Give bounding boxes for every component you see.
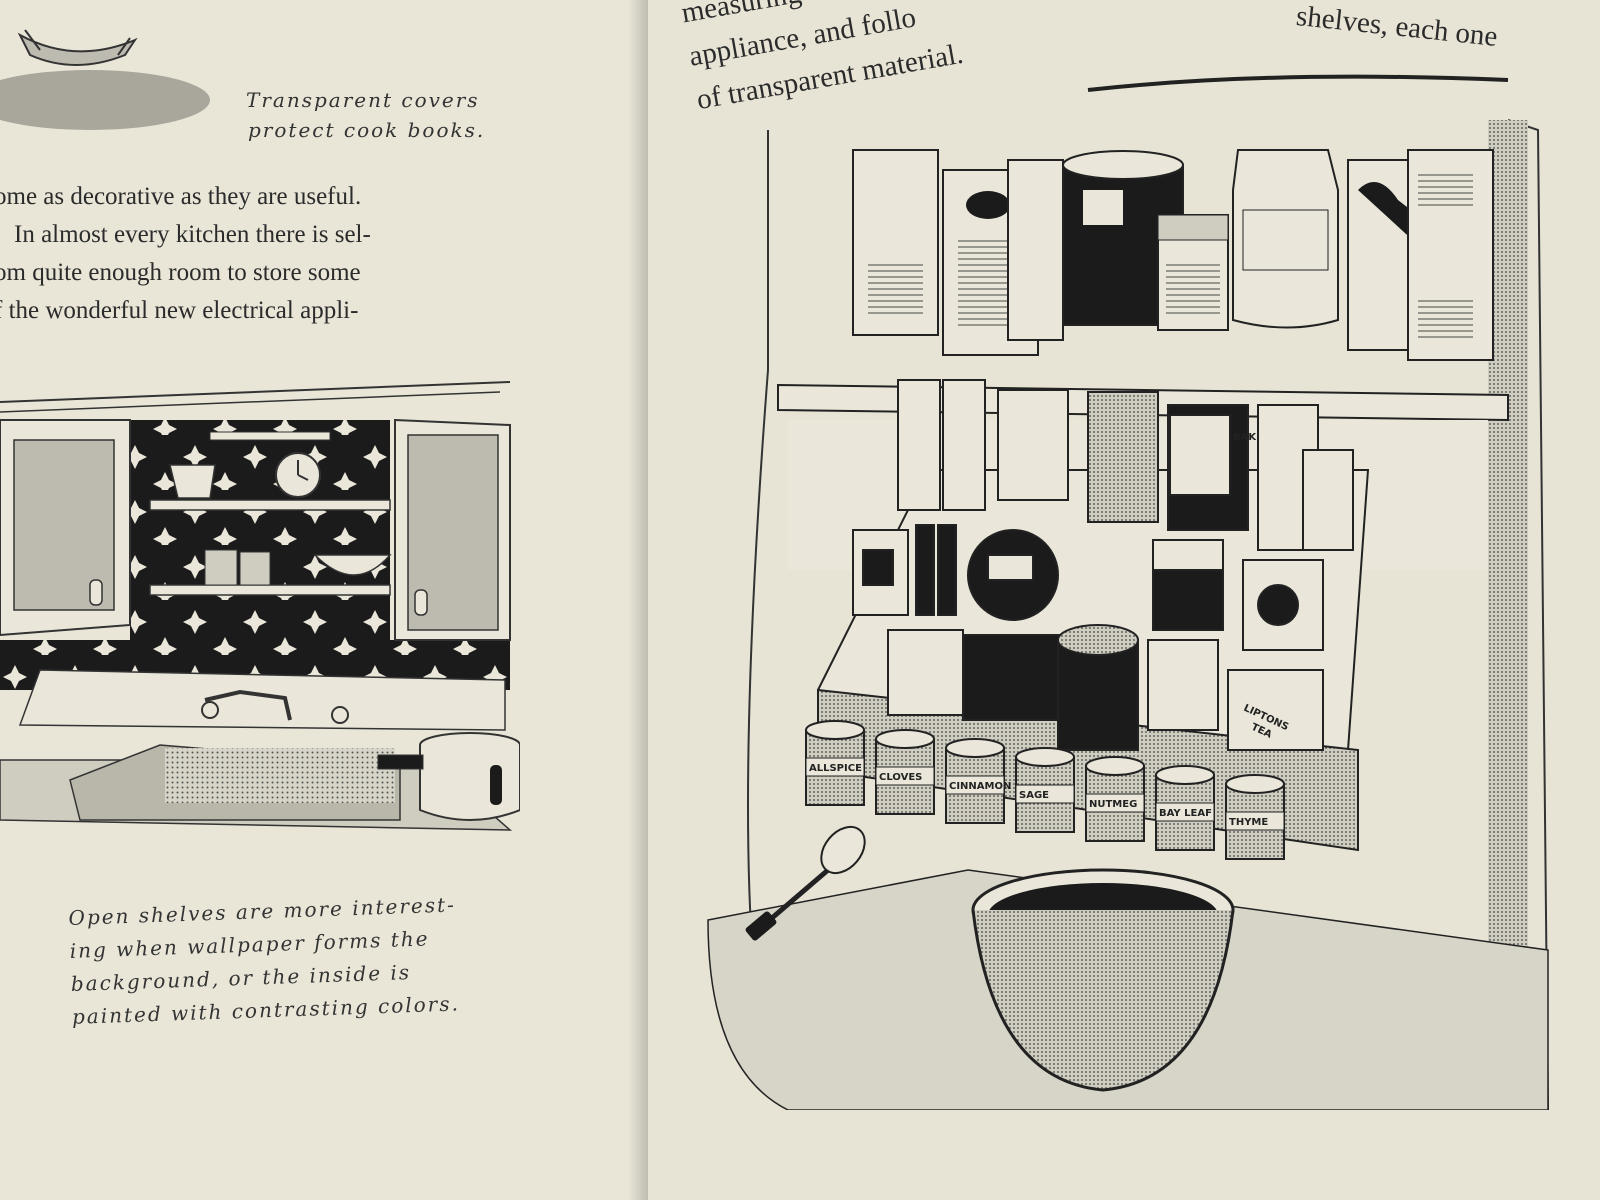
top-caption-line-2: protect cook books. [248,118,486,142]
body-line-2: In almost every kitchen there is sel- [14,221,371,248]
spice-jar-label: CLOVES [879,772,922,783]
top-caption-line-1: Transparent covers [246,88,480,112]
body-line-1: ome as decorative as they are useful. [0,183,362,210]
left-page: Transparent covers protect cook books. o… [0,0,648,1200]
bottom-caption: Open shelves are more interest- ing when… [68,888,460,1033]
body-line-3: om quite enough room to store some [0,259,361,286]
spice-jar: CLOVES [875,729,935,815]
right-top-corner-text: shelves, each one [1294,0,1500,53]
spice-jar: BAY LEAF [1155,765,1215,851]
spice-jar-label: BAY LEAF [1159,808,1212,819]
spice-jar: THYME [1225,774,1285,860]
spice-rack-illustration: BAK LIPTONS TEA ALLSP [707,74,1549,1110]
body-text: ome as decorative as they are useful. In… [0,178,514,330]
right-page: measuring appliance, and follo of transp… [648,0,1600,1200]
spice-jar-label: ALLSPICE [809,763,862,774]
spice-jar: NUTMEG [1085,756,1145,842]
body-line-4: f the wonderful new electrical appli- [0,297,359,324]
spice-jars: ALLSPICE CLOVES CINNAMON SAGE NUTMEG BAY LEAF… [805,720,1285,860]
top-caption: Transparent covers protect cook books. [246,88,485,142]
spice-jar-label: SAGE [1019,790,1049,801]
open-shelves-illustration [0,381,520,831]
spice-jar-label: THYME [1229,817,1268,828]
dish-illustration [0,29,210,130]
spice-jar: CINNAMON [945,738,1011,824]
spice-jar: ALLSPICE [805,720,865,806]
spice-jar-label: NUTMEG [1089,799,1137,810]
spice-jar: SAGE [1015,747,1075,833]
baking-label: BAK [1233,432,1257,443]
spice-jar-label: CINNAMON [949,781,1011,792]
